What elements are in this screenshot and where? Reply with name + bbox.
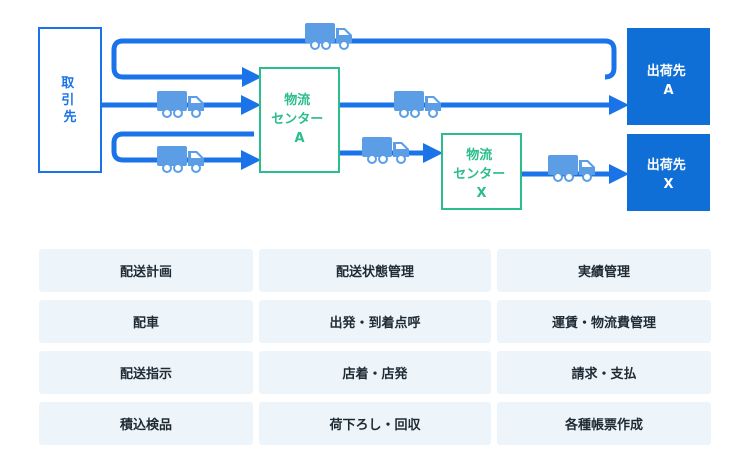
function-delivery-planning[interactable]: 配送計画 bbox=[39, 249, 253, 292]
truck-icon bbox=[393, 90, 442, 118]
function-store-arrival-departure[interactable]: 店着・店発 bbox=[259, 351, 491, 394]
function-delivery-instructions[interactable]: 配送指示 bbox=[39, 351, 253, 394]
destination-x: 出荷先 X bbox=[627, 134, 710, 211]
function-report-creation[interactable]: 各種帳票作成 bbox=[497, 402, 711, 445]
svg-text:出荷先 A: 出荷先 A bbox=[647, 63, 691, 98]
function-roll-call[interactable]: 出発・到着点呼 bbox=[259, 300, 491, 343]
center-x-line-2: センター bbox=[453, 167, 505, 182]
svg-text:出荷先 X: 出荷先 X bbox=[647, 157, 691, 192]
source-label-2: 引 bbox=[61, 93, 74, 108]
truck-icon bbox=[547, 154, 596, 182]
flow-line-lower-loop bbox=[111, 131, 254, 163]
dest-a-line-1: 出荷先 bbox=[647, 63, 686, 79]
function-grid: 配送計画 配送状態管理 実績管理 配車 出発・到着点呼 運賃・物流費管理 配送指… bbox=[39, 249, 711, 445]
function-billing-payment[interactable]: 請求・支払 bbox=[497, 351, 711, 394]
truck-icon bbox=[304, 22, 353, 50]
function-loading-inspection[interactable]: 積込検品 bbox=[39, 402, 253, 445]
svg-text:物流 センター X: 物流 センター X bbox=[453, 147, 510, 201]
center-x-line-1: 物流 bbox=[466, 147, 492, 163]
function-delivery-status-management[interactable]: 配送状態管理 bbox=[259, 249, 491, 292]
center-a-line-1: 物流 bbox=[284, 92, 310, 108]
logistics-center-a: 物流 センター A bbox=[259, 67, 340, 173]
flow-line-top-loop bbox=[111, 38, 617, 80]
function-results-management[interactable]: 実績管理 bbox=[497, 249, 711, 292]
function-vehicle-dispatch[interactable]: 配車 bbox=[39, 300, 253, 343]
destination-a: 出荷先 A bbox=[627, 28, 710, 125]
truck-icon bbox=[156, 90, 205, 118]
logistics-center-x: 物流 センター X bbox=[441, 133, 522, 210]
source-node: 取 引 先 bbox=[38, 27, 102, 173]
center-a-line-2: センター bbox=[271, 112, 323, 127]
function-freight-cost-management[interactable]: 運賃・物流費管理 bbox=[497, 300, 711, 343]
function-unloading-collection[interactable]: 荷下ろし・回収 bbox=[259, 402, 491, 445]
center-x-line-3: X bbox=[476, 186, 486, 201]
truck-icon bbox=[156, 145, 205, 173]
source-label-3: 先 bbox=[63, 109, 76, 125]
dest-a-line-2: A bbox=[663, 83, 673, 98]
truck-icon bbox=[361, 136, 410, 164]
center-a-line-3: A bbox=[294, 131, 304, 146]
source-label-1: 取 bbox=[61, 76, 75, 91]
svg-text:物流 センター A: 物流 センター A bbox=[271, 92, 328, 146]
logistics-flow-diagram: 取 引 先 物流 センター A 物流 センター X 出荷先 A 出荷 bbox=[38, 22, 710, 211]
dest-x-line-2: X bbox=[663, 177, 673, 192]
svg-text:取 引 先: 取 引 先 bbox=[61, 76, 79, 125]
dest-x-line-1: 出荷先 bbox=[647, 157, 686, 173]
